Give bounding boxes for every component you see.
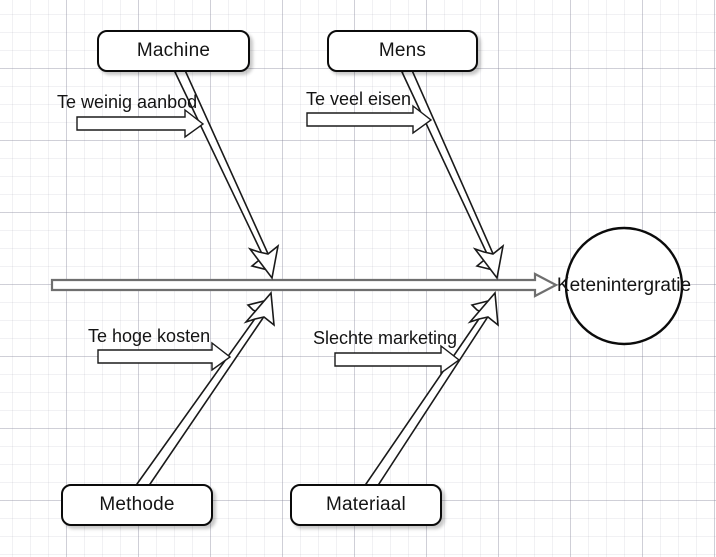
spine-shape — [50, 272, 559, 298]
category-label-methode: Methode — [99, 494, 175, 515]
cause-arrow-shape — [97, 341, 232, 372]
category-box-materiaal[interactable]: Materiaal — [290, 484, 442, 526]
bone-materiaal — [364, 291, 499, 492]
cause-arrow-te-hoge-kosten — [97, 341, 232, 372]
bone-mens-arrowhead — [472, 244, 505, 280]
bone-methode-arrowhead — [243, 291, 275, 327]
effect-circle-shape — [564, 226, 684, 346]
spine-arrow — [50, 272, 559, 298]
category-label-materiaal: Materiaal — [326, 494, 406, 515]
category-box-methode[interactable]: Methode — [61, 484, 213, 526]
bone-machine-arrowhead — [247, 244, 280, 280]
bone-materiaal-arrowhead — [467, 291, 499, 327]
bone-mens — [400, 66, 505, 280]
cause-arrow-shape — [306, 104, 433, 135]
cause-label-te-weinig-aanbod[interactable]: Te weinig aanbod — [57, 92, 198, 112]
category-box-machine[interactable]: Machine — [97, 30, 250, 72]
category-box-mens[interactable]: Mens — [327, 30, 478, 72]
effect-circle — [564, 226, 684, 346]
category-label-mens: Mens — [378, 40, 427, 61]
cause-label-slechte-marketing[interactable]: Slechte marketing — [313, 328, 458, 348]
bone-methode — [135, 291, 275, 492]
cause-label-te-veel-eisen[interactable]: Te veel eisen — [306, 89, 412, 109]
cause-arrow-shape — [76, 108, 205, 139]
bone-machine — [173, 66, 280, 280]
cause-arrow-shape — [334, 344, 461, 375]
effect-label[interactable]: Ketenintergratie — [556, 275, 692, 296]
cause-arrow-slechte-marketing — [334, 344, 461, 375]
cause-arrow-te-weinig-aanbod — [76, 108, 205, 139]
bone-mens-shaft — [400, 66, 502, 272]
category-label-machine: Machine — [136, 40, 211, 61]
cause-label-te-hoge-kosten[interactable]: Te hoge kosten — [88, 326, 211, 346]
cause-arrow-te-veel-eisen — [306, 104, 433, 135]
